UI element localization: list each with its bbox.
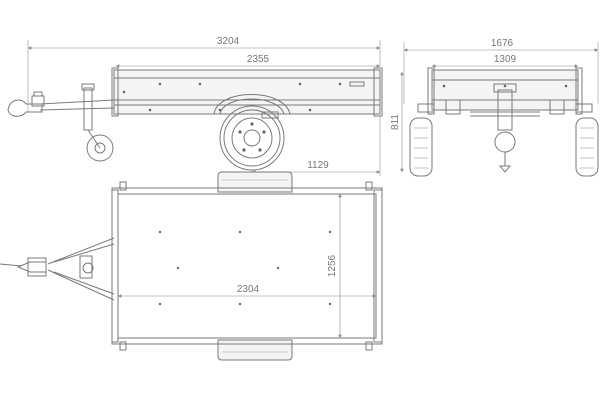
dimension-box-width-front: 1309	[431, 54, 579, 68]
dimension-label: 3204	[217, 36, 240, 47]
dimension-label: 1256	[327, 254, 338, 277]
dimension-label: 811	[390, 114, 401, 130]
fender-top-upper	[217, 171, 293, 193]
dimension-height: 811	[390, 71, 404, 173]
front-view: 1676 1309 811	[390, 38, 599, 177]
cargo-box-front	[417, 67, 593, 117]
dimension-overall-width: 1676	[403, 38, 599, 104]
dimension-label: 2355	[247, 54, 270, 65]
dimension-label: 1309	[494, 54, 517, 65]
drawbar-side	[7, 83, 115, 162]
dimension-label: 2304	[237, 284, 260, 295]
top-view: 1256 2304	[0, 171, 383, 361]
dimension-overall-length: 3204	[27, 36, 381, 112]
dimension-box-width-top: 1256	[327, 193, 342, 339]
coupling-front	[493, 83, 517, 173]
wheel-front-left	[409, 117, 433, 177]
side-view: 3204 2355	[7, 36, 383, 176]
dimension-label: 1129	[307, 160, 329, 171]
fender-top-lower	[217, 339, 293, 361]
dimension-box-length-top: 2304	[117, 284, 377, 298]
drawbar-top	[0, 237, 115, 301]
dimension-label: 1676	[491, 38, 514, 49]
dimension-box-length: 2355	[115, 54, 381, 68]
cargo-box-top	[111, 181, 383, 351]
dimension-axle-distance: 1129	[251, 116, 381, 176]
wheel-front-right	[575, 117, 599, 177]
